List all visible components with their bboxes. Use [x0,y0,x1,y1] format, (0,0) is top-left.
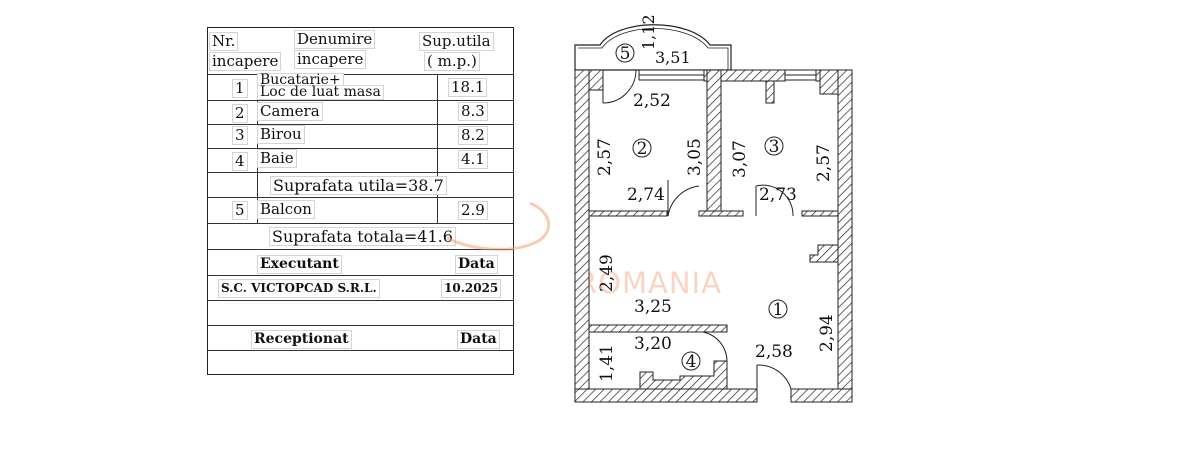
dim-r4-height: 1,41 [597,344,617,382]
header-mp: ( m.p.) [424,52,480,71]
executant-date-label: Data [455,255,498,274]
total-area: Suprafata totala=41.6 [269,227,456,246]
dim-r2-top: 2,52 [633,91,671,111]
table-divider [208,249,513,250]
dim-r2-left: 2,57 [595,138,615,176]
table-divider [208,350,513,351]
dim-r3-bottom: 2,73 [759,185,797,205]
table-divider [208,223,513,224]
doors [602,69,794,402]
dim-r1-bottom: 2,58 [755,342,793,362]
balcony-name: Balcon [257,200,315,219]
header-sup-utila: Sup.utila [419,32,494,51]
room-marker-3: 3 [769,137,780,157]
room-area-table: Nr. incapere Denumire incapere Sup.utila… [207,27,514,375]
dim-r3-right: 2,57 [814,144,834,182]
header-denumire: Denumire [294,30,376,49]
header-incapere: incapere [209,52,282,71]
room-nr: 3 [232,126,248,145]
room-nr: 1 [232,79,248,98]
watermark-text: ROMANIA [577,266,722,300]
dim-r3-left: 3,07 [730,140,750,178]
dim-balcony-width: 3,51 [655,48,691,67]
dim-balcony-depth: 1,12 [639,14,658,50]
table-divider [208,197,513,198]
table-col-divider [437,74,438,197]
dim-r2-right: 3,05 [685,138,705,176]
room-name: Baie [257,149,297,168]
dim-r4-width: 3,20 [634,334,672,354]
room-marker-1: 1 [773,300,784,320]
receptionat-date-label: Data [457,330,500,349]
room-name: Camera [257,102,323,121]
table-divider [208,148,513,149]
room-name: Bucatarie+ [257,73,344,87]
executant-date: 10.2025 [441,279,502,298]
dim-r1-left: 2,49 [597,254,617,292]
table-divider [208,172,513,173]
executant-name: S.C. VICTOPCAD S.R.L. [218,279,380,298]
room-area: 8.2 [458,126,488,145]
dim-r2-bottom: 2,74 [627,185,665,205]
table-divider [208,325,513,326]
room-nr: 2 [232,104,248,123]
room-area: 8.3 [458,102,488,121]
dim-r1-width: 3,25 [634,297,672,317]
table-divider [208,100,513,101]
room-area: 4.1 [458,150,488,169]
dim-r1-right: 2,94 [817,314,837,352]
table-divider [208,275,513,276]
table-divider [208,124,513,125]
useful-area-total: Suprafata utila=38.7 [270,176,447,195]
room-marker-4: 4 [686,352,697,372]
header-denumire-incapere: incapere [294,50,367,69]
executant-label: Executant [257,255,342,274]
room-name: Birou [257,125,305,144]
receptionat-label: Receptionat [251,330,352,349]
room-marker-5: 5 [620,44,631,64]
room-markers: 5 2 3 1 4 [615,43,788,372]
room-area: 18.1 [448,78,488,97]
table-col-divider [437,197,438,223]
header-nr: Nr. [209,32,239,51]
table-divider [208,74,513,75]
balcony-nr: 5 [232,201,248,220]
room-marker-2: 2 [637,139,648,159]
walls [574,69,853,403]
room-name: Loc de luat masa [257,85,384,100]
table-divider [208,300,513,301]
dimensions: 1,12 3,51 2,52 2,57 3,05 2,74 3,07 2,57 … [595,14,837,382]
balcony [574,24,732,71]
room-nr: 4 [232,152,248,171]
